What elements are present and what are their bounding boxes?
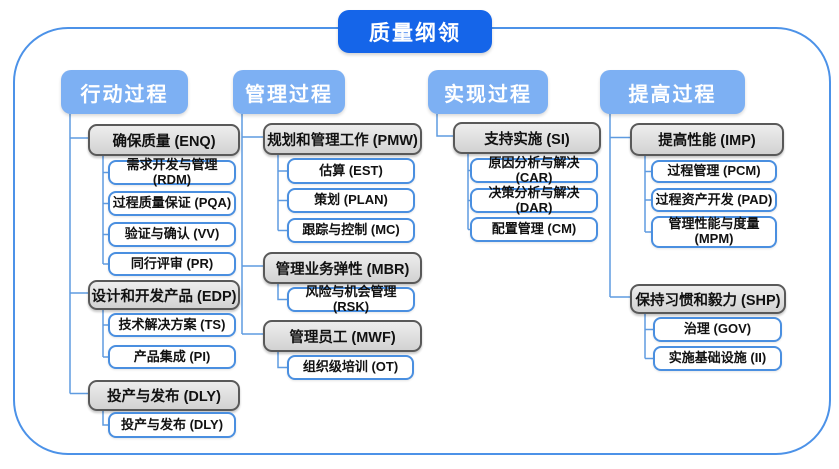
- header-implementation-process: 实现过程: [428, 70, 548, 114]
- node-pr: 同行评审 (PR): [108, 252, 236, 276]
- node-rsk: 风险与机会管理 (RSK): [287, 284, 415, 313]
- node-ot: 组织级培训 (OT): [287, 355, 414, 380]
- node-ii: 实施基础设施 (II): [653, 346, 782, 371]
- node-car: 原因分析与解决 (CAR): [470, 155, 598, 184]
- node-mwf: 管理员工 (MWF): [263, 320, 422, 352]
- node-pqa: 过程质量保证 (PQA): [108, 191, 236, 216]
- node-gov: 治理 (GOV): [653, 317, 782, 342]
- node-plan: 策划 (PLAN): [287, 188, 415, 213]
- header-action-process: 行动过程: [61, 70, 188, 114]
- node-imp: 提高性能 (IMP): [630, 123, 784, 156]
- node-dly-leaf: 投产与发布 (DLY): [108, 412, 236, 438]
- node-dly-group: 投产与发布 (DLY): [88, 380, 240, 411]
- header-management-process: 管理过程: [233, 70, 345, 114]
- node-enq: 确保质量 (ENQ): [88, 124, 240, 156]
- node-est: 估算 (EST): [287, 158, 415, 184]
- diagram-title: 质量纲领: [338, 10, 492, 53]
- node-cm: 配置管理 (CM): [470, 217, 598, 242]
- node-vv: 验证与确认 (VV): [108, 222, 236, 247]
- header-improvement-process: 提高过程: [600, 70, 745, 114]
- node-pad: 过程资产开发 (PAD): [651, 188, 777, 212]
- node-dar: 决策分析与解决 (DAR): [470, 185, 598, 214]
- node-ts: 技术解决方案 (TS): [108, 313, 236, 337]
- node-mbr: 管理业务弹性 (MBR): [263, 252, 422, 284]
- node-pmw: 规划和管理工作 (PMW): [263, 123, 422, 155]
- node-shp: 保持习惯和毅力 (SHP): [630, 284, 786, 314]
- node-mpm: 管理性能与度量 (MPM): [651, 216, 777, 248]
- node-si: 支持实施 (SI): [453, 122, 601, 154]
- node-pi: 产品集成 (PI): [108, 345, 236, 369]
- node-edp: 设计和开发产品 (EDP): [88, 280, 240, 310]
- node-pcm: 过程管理 (PCM): [651, 160, 777, 183]
- node-rdm: 需求开发与管理 (RDM): [108, 157, 236, 186]
- node-mc: 跟踪与控制 (MC): [287, 218, 415, 243]
